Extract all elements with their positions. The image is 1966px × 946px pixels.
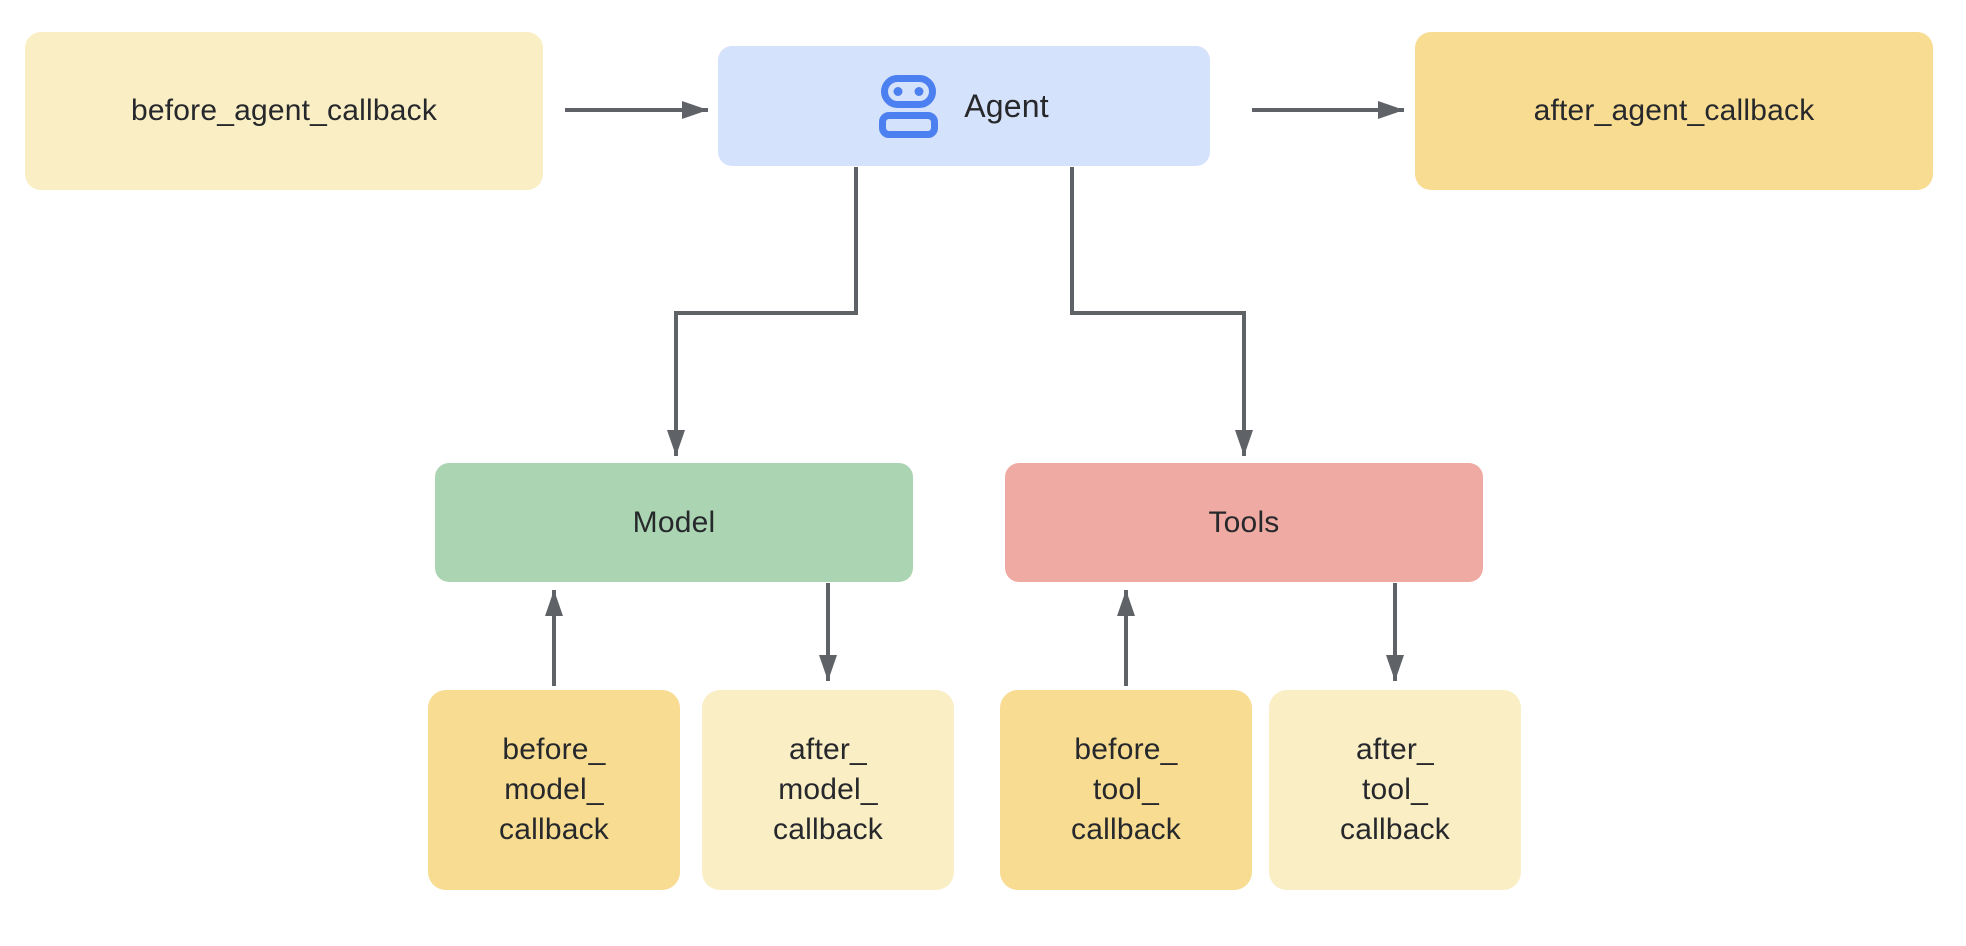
node-after-agent-callback: after_agent_callback (1415, 32, 1933, 190)
label-line: callback (1071, 813, 1181, 846)
node-before-model-callback: before_ model_ callback (428, 690, 680, 890)
node-before-tool-callback: before_ tool_ callback (1000, 690, 1252, 890)
edge-agent-to-model (667, 167, 858, 456)
node-label: after_ model_ callback (773, 730, 883, 850)
node-label: after_ tool_ callback (1340, 730, 1450, 850)
node-label: Tools (1208, 505, 1280, 539)
node-label: Agent (964, 87, 1049, 124)
label-line: callback (773, 813, 883, 846)
node-model: Model (435, 463, 913, 582)
node-tools: Tools (1005, 463, 1483, 582)
node-after-tool-callback: after_ tool_ callback (1269, 690, 1521, 890)
node-label: before_ tool_ callback (1071, 730, 1181, 850)
label-line: tool_ (1092, 773, 1160, 806)
label-line: before_ (1074, 733, 1178, 766)
label-line: model_ (778, 773, 878, 806)
label-line: tool_ (1361, 773, 1429, 806)
label-line: before_ (502, 733, 606, 766)
node-before-agent-callback: before_agent_callback (25, 32, 543, 190)
edge-agent-to-tools (1070, 167, 1253, 456)
node-after-model-callback: after_ model_ callback (702, 690, 954, 890)
label-line: after_ (789, 733, 867, 766)
robot-icon (879, 74, 939, 138)
label-line: callback (1340, 813, 1450, 846)
node-agent: Agent (718, 46, 1210, 166)
node-label: after_agent_callback (1533, 94, 1815, 127)
label-line: callback (499, 813, 609, 846)
node-label: before_agent_callback (130, 94, 438, 127)
node-label: Model (632, 505, 716, 539)
node-label: before_ model_ callback (499, 730, 609, 850)
label-line: model_ (504, 773, 604, 806)
label-line: after_ (1356, 733, 1434, 766)
